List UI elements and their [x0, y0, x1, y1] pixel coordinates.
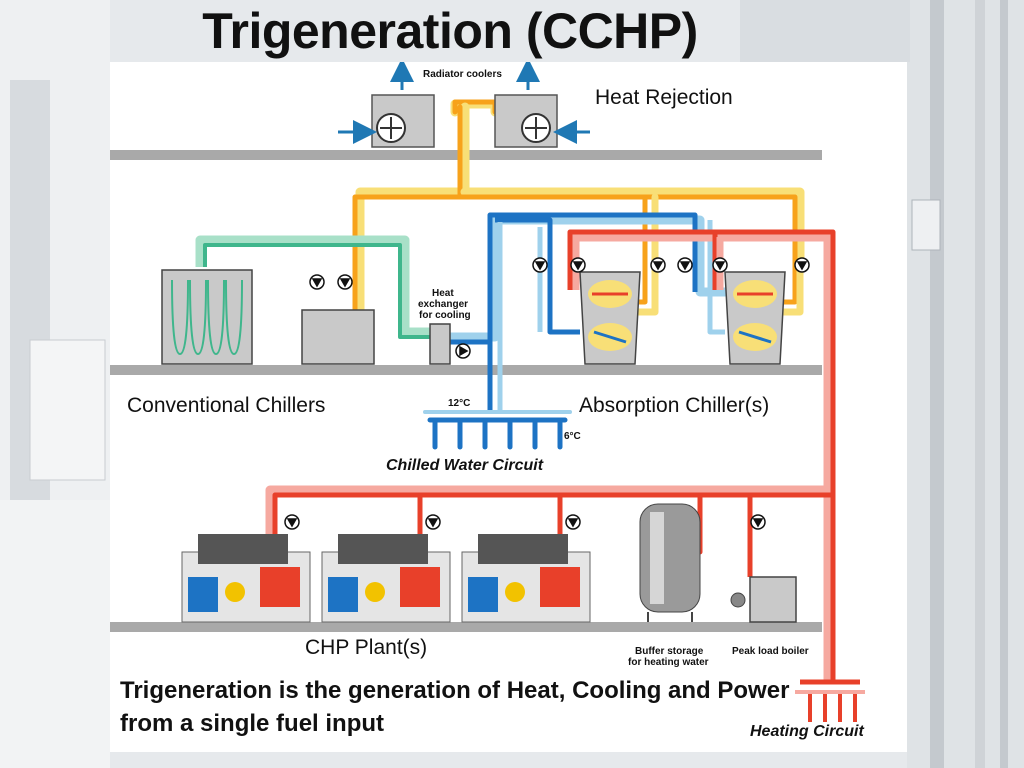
- radiator-coolers-label: Radiator coolers: [423, 69, 502, 80]
- heat-exchanger-unit: [429, 323, 451, 365]
- temp-6-label: 6°C: [564, 431, 581, 442]
- floor-lower: [110, 622, 822, 632]
- heat-exchanger-label-3: for cooling: [419, 310, 471, 321]
- chilled-water-manifold: [423, 410, 572, 450]
- absorption-chillers-label: Absorption Chiller(s): [579, 394, 770, 417]
- airflow-arrows: [338, 62, 590, 144]
- peak-load-boiler: [730, 576, 797, 623]
- chilled-water-circuit-label: Chilled Water Circuit: [386, 457, 544, 474]
- radiator-cooler-right: [494, 94, 558, 148]
- absorption-chiller-right: [724, 271, 786, 365]
- conventional-chiller-unit: [301, 309, 375, 365]
- absorption-chiller-left: [579, 271, 641, 365]
- peak-load-boiler-label: Peak load boiler: [732, 646, 809, 657]
- summary-text: Trigeneration is the generation of Heat,…: [120, 677, 790, 737]
- green-circuit-pipes: [195, 235, 430, 339]
- trigeneration-diagram: Radiator coolers Heat Rejection Heat exc…: [110, 62, 907, 752]
- chp-plants-label: CHP Plant(s): [305, 636, 428, 659]
- page-title: Trigeneration (CCHP): [202, 3, 698, 59]
- conventional-chiller-coil-unit: [161, 269, 253, 365]
- buffer-storage-label-1: Buffer storage: [635, 646, 704, 657]
- chp-engine-3: [461, 534, 591, 623]
- chp-engine-2: [321, 534, 451, 623]
- heat-exchanger-label-2: exchanger: [418, 299, 469, 310]
- pump-icons: [284, 257, 810, 530]
- heating-circuit-label: Heating Circuit: [750, 723, 864, 740]
- heat-exchanger-label-1: Heat: [432, 288, 454, 299]
- chp-engine-1: [181, 534, 311, 623]
- heat-rejection-label: Heat Rejection: [595, 86, 733, 109]
- conventional-chillers-label: Conventional Chillers: [127, 394, 326, 417]
- temp-12-label: 12°C: [448, 398, 471, 409]
- radiator-cooler-left: [371, 94, 435, 148]
- floor-middle: [110, 365, 822, 375]
- buffer-storage-label-2: for heating water: [628, 657, 709, 668]
- buffer-storage-tank: [639, 503, 701, 622]
